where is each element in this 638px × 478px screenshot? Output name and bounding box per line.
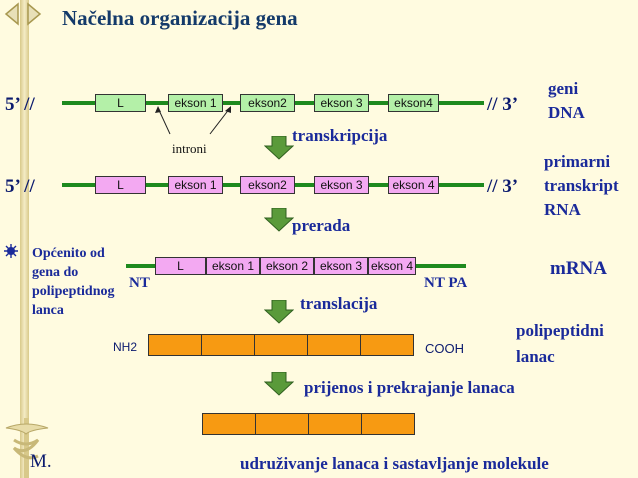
row1-exon-1: ekson 1 [168, 94, 223, 112]
label-lanac: lanac [516, 347, 555, 366]
label-mrna: mRNA [550, 258, 607, 279]
row2-3prime: // 3’ [487, 176, 519, 197]
bullet-icon [4, 244, 18, 258]
row3-exon-4: ekson 4 [368, 257, 416, 275]
row3-exon-L: L [155, 257, 206, 275]
bullet-line-1: Općenito od [32, 246, 105, 261]
row1-5prime: 5’ // [5, 94, 35, 115]
row2-exon-1: ekson 1 [168, 176, 223, 194]
slide-title: Načelna organizacija gena [62, 6, 298, 30]
row3-exon-3: ekson 3 [314, 257, 368, 275]
step-prijenos: prijenos i prekrajanje lanaca [304, 378, 515, 397]
arrow-down-icon [264, 372, 294, 396]
step-translacija: translacija [300, 294, 378, 313]
arrow-down-icon [264, 300, 294, 324]
row1-exon-L: L [95, 94, 146, 112]
bullet-line-4: lanca [32, 303, 64, 318]
row1-3prime: // 3’ [487, 94, 519, 115]
row2-exon-3: ekson 3 [314, 176, 369, 194]
chain-segment [201, 334, 255, 356]
caduceus-logo [5, 418, 49, 478]
label-polipeptidni: polipeptidni [516, 321, 604, 340]
row3-exon-2: ekson 2 [260, 257, 314, 275]
nh2-label: NH2 [113, 340, 138, 354]
arrow-down-icon [264, 208, 294, 232]
row1-exon-2: ekson2 [240, 94, 295, 112]
row1-exon-3: ekson 3 [314, 94, 369, 112]
chain-segment [307, 334, 361, 356]
author-label: M. [30, 451, 52, 472]
label-geni: geni [548, 79, 579, 98]
arrow-down-icon [264, 136, 294, 160]
chain-segment [360, 334, 414, 356]
bullet-text: Općenito od gena do polipeptidnog lanca [32, 244, 114, 320]
row2-5prime: 5’ // [5, 176, 35, 197]
introni-label: introni [172, 141, 207, 156]
label-dna: DNA [548, 103, 585, 122]
label-primarni: primarni [544, 152, 611, 171]
final-chain-segment [361, 413, 415, 435]
row2-exon-L: L [95, 176, 146, 194]
nav-forward-icon[interactable] [26, 2, 42, 26]
step-transkripcija: transkripcija [292, 126, 388, 145]
intron-pointers [155, 106, 231, 135]
step-prerada: prerada [292, 216, 351, 235]
label-rna: RNA [544, 200, 581, 219]
row1-exon-4: ekson4 [388, 94, 439, 112]
cooh-label: COOH [425, 341, 464, 356]
mrna-nt-pa: NT PA [424, 275, 468, 291]
nav-back-icon[interactable] [4, 2, 20, 26]
bullet-line-3: polipeptidnog [32, 284, 115, 299]
final-chain-segment [202, 413, 256, 435]
row2-exon-2: ekson2 [240, 176, 295, 194]
bullet-line-2: gena do [32, 265, 79, 280]
mrna-nt-left: NT [129, 275, 150, 291]
decorative-left-bar [20, 0, 29, 478]
final-chain-segment [255, 413, 309, 435]
label-transkript: transkript [544, 176, 619, 195]
step-udruzivanje: udruživanje lanaca i sastavljanje moleku… [240, 454, 549, 473]
chain-segment [254, 334, 308, 356]
chain-segment [148, 334, 202, 356]
final-chain-segment [308, 413, 362, 435]
row3-exon-1: ekson 1 [206, 257, 260, 275]
row2-exon-4: ekson 4 [388, 176, 439, 194]
